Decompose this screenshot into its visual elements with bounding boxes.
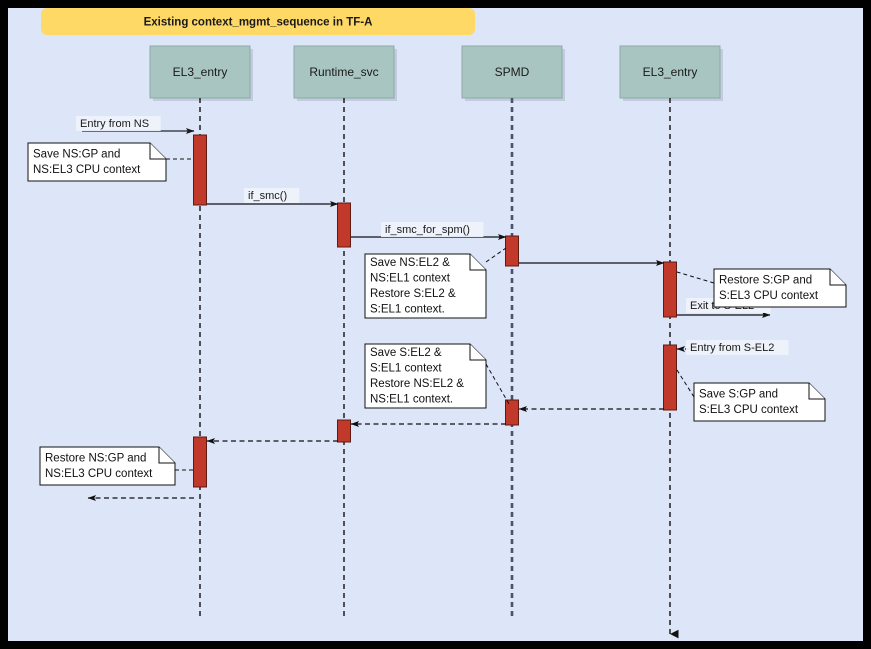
note-line-note-save-s-el2-0: Save S:EL2 & (370, 347, 442, 359)
note-fold-note-restore-ns-gp (158, 447, 175, 464)
actor-label-el3_entry_s: EL3_entry (643, 65, 698, 79)
note-box-note-save-s-gp (693, 382, 826, 422)
note-box-note-save-s-el2 (364, 343, 487, 409)
activation-bar-runtime_svc-1 (337, 202, 351, 248)
message-label-entry-from-ns: Entry from NS (80, 118, 149, 130)
note-line-note-save-ns-el2-1: NS:EL1 context (370, 272, 451, 284)
note-line-note-restore-s-gp-0: Restore S:GP and (719, 274, 812, 286)
note-line-note-restore-ns-gp-0: Restore NS:GP and (45, 452, 146, 464)
message-label-bg-entry-from-ns (76, 116, 161, 131)
actor-box-runtime_svc[interactable] (293, 45, 395, 99)
note-anchor-note-save-s-gp (676, 369, 695, 398)
note-box-note-restore-ns-gp (39, 446, 176, 486)
actor-label-runtime_svc: Runtime_svc (309, 65, 378, 79)
note-line-note-restore-s-gp-1: S:EL3 CPU context (719, 290, 819, 302)
note-line-note-restore-ns-gp-1: NS:EL3 CPU context (45, 468, 153, 480)
messages-layer: Entry from NSif_smc()if_smc_for_spm()Exi… (76, 116, 789, 502)
activation-bar-runtime_svc-6 (337, 419, 351, 443)
note-line-note-save-ns-gp-0: Save NS:GP and (33, 148, 120, 160)
message-label-if-smc: if_smc() (248, 190, 287, 202)
message-label-entry-from-s-el2: Entry from S-EL2 (690, 342, 774, 354)
actor-box-spmd[interactable] (461, 45, 563, 99)
actor-box-el3_entry_ns[interactable] (149, 45, 251, 99)
note-line-note-save-s-gp-0: Save S:GP and (699, 388, 778, 400)
message-entry-from-ns: Entry from NS (76, 116, 195, 134)
diagram-title: Existing context_mgmt_sequence in TF-A (144, 17, 373, 29)
activation-bar-el3_entry_ns-7 (193, 436, 207, 488)
activation-bar-el3_entry_s-4 (663, 344, 677, 411)
title-banner: Existing context_mgmt_sequence in TF-A (41, 8, 475, 35)
message-label-if-smc-for-spm: if_smc_for_spm() (385, 224, 470, 236)
message-label-bg-entry-from-s-el2 (686, 340, 789, 355)
note-line-note-save-s-el2-1: S:EL1 context (370, 362, 442, 374)
message-label-bg-if-smc-for-spm (381, 222, 484, 237)
note-box-note-restore-s-gp (713, 268, 847, 308)
lifeline-el3_entry_s: EL3_entry (619, 45, 723, 639)
note-box-note-save-ns-el2 (364, 253, 487, 319)
note-line-note-save-ns-gp-1: NS:EL3 CPU context (33, 164, 141, 176)
message-if-smc-for-spm: if_smc_for_spm() (351, 222, 507, 240)
activation-bar-spmd-5 (505, 399, 519, 426)
message-if-smc: if_smc() (207, 188, 339, 207)
lifeline-spmd: SPMD (461, 45, 565, 620)
message-entry-from-s-el2: Entry from S-EL2 (676, 340, 789, 355)
actor-label-spmd: SPMD (495, 65, 530, 79)
diagram-background (8, 8, 863, 641)
activation-bar-spmd-2 (505, 235, 519, 267)
note-line-note-save-s-el2-3: NS:EL1 context. (370, 393, 453, 405)
lifeline-el3_entry_ns: EL3_entry (149, 45, 253, 620)
note-fold-note-save-ns-gp (149, 143, 166, 160)
note-anchor-note-save-s-el2 (485, 363, 510, 405)
title-banner-rect (41, 8, 475, 35)
note-box-note-save-ns-gp (27, 142, 167, 182)
actor-label-el3_entry_ns: EL3_entry (173, 65, 228, 79)
note-fold-note-save-s-el2 (469, 344, 486, 361)
lifelines-layer: EL3_entry Runtime_svc SPMD EL3_entry (149, 45, 723, 639)
note-fold-note-restore-s-gp (829, 269, 846, 286)
note-line-note-save-ns-el2-2: Restore S:EL2 & (370, 288, 456, 300)
message-label-bg-if-smc (244, 188, 300, 203)
note-line-note-save-ns-el2-3: S:EL1 context. (370, 303, 445, 315)
activation-bar-el3_entry_ns-0 (193, 134, 207, 206)
note-fold-note-save-s-gp (808, 383, 825, 400)
note-line-note-save-s-gp-1: S:EL3 CPU context (699, 404, 799, 416)
activations-layer (193, 134, 677, 488)
note-fold-note-save-ns-el2 (469, 254, 486, 271)
note-line-note-save-ns-el2-0: Save NS:EL2 & (370, 257, 450, 269)
lifeline-runtime_svc: Runtime_svc (293, 45, 397, 620)
note-line-note-save-s-el2-2: Restore NS:EL2 & (370, 378, 464, 390)
activation-bar-el3_entry_s-3 (663, 261, 677, 318)
